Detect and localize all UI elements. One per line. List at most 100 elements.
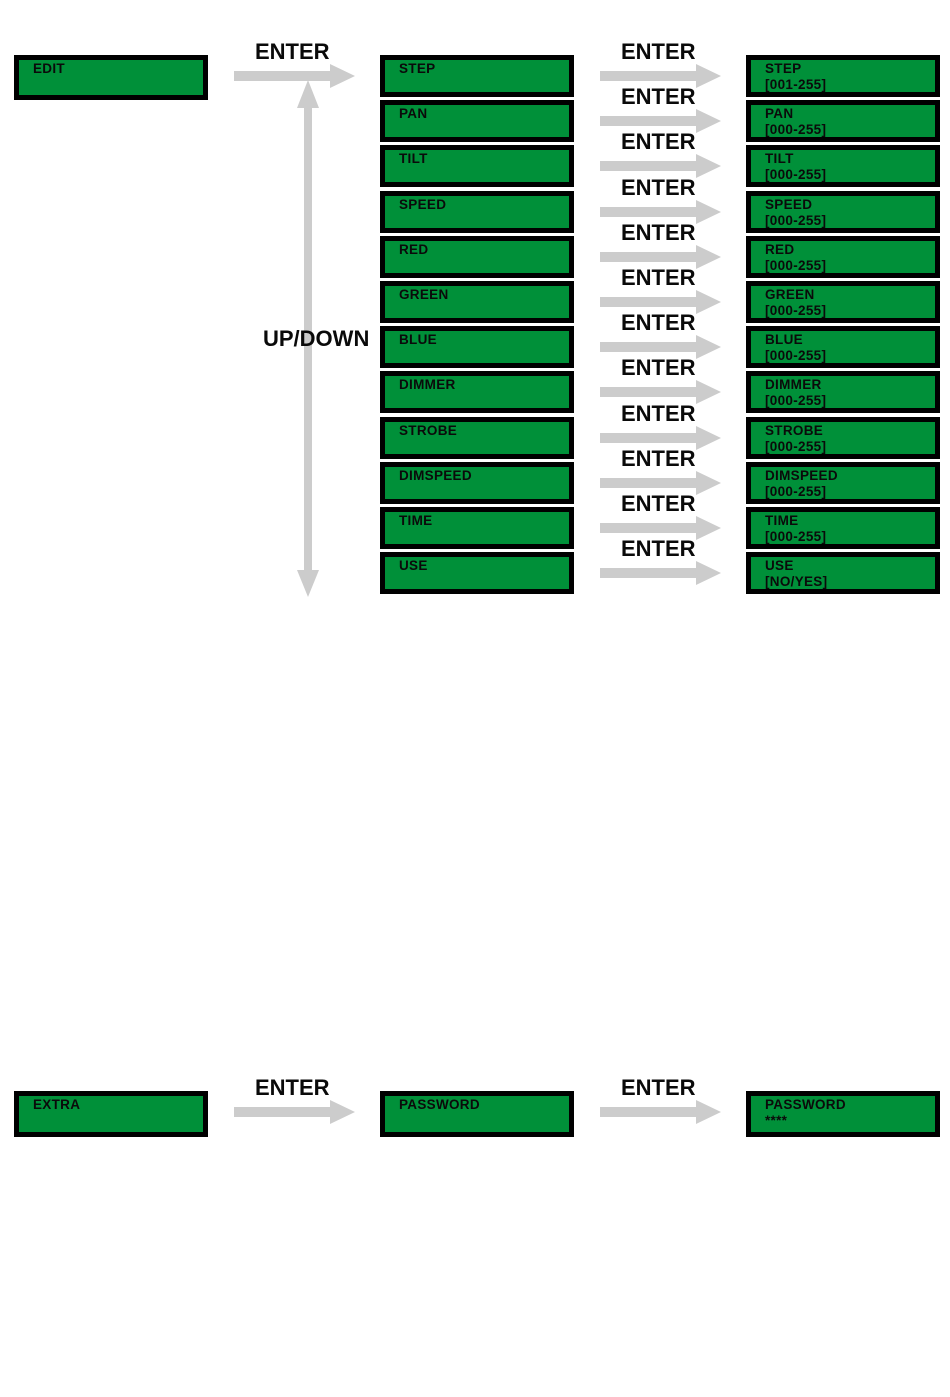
value-box: RED[000-255] (746, 236, 940, 278)
menu-item-box: DIMMER (380, 371, 574, 413)
right-arrow-icon (600, 335, 721, 359)
value-range: [000-255] (765, 166, 827, 182)
value-box-label: TIME (765, 513, 799, 528)
enter-label: ENTER (621, 491, 696, 516)
value-range: [000-255] (765, 528, 827, 544)
value-box: DIMMER[000-255] (746, 371, 940, 413)
value-box: GREEN[000-255] (746, 281, 940, 323)
menu-item-box: GREEN (380, 281, 574, 323)
enter-label: ENTER (621, 355, 696, 380)
menu-item-box: DIMSPEED (380, 462, 574, 504)
value-box-label: TILT (765, 151, 794, 166)
menu-item-label: DIMMER (399, 377, 456, 392)
value-box: USE[NO/YES] (746, 552, 940, 594)
value-box: TIME[000-255] (746, 507, 940, 549)
value-range: [000-255] (765, 302, 827, 318)
up-down-arrow-icon (297, 80, 319, 597)
value-box: STROBE[000-255] (746, 417, 940, 459)
password-menu-box: PASSWORD (380, 1091, 574, 1137)
right-arrow-icon (600, 109, 721, 133)
menu-item-label: STROBE (399, 423, 458, 438)
value-range: [000-255] (765, 347, 827, 363)
value-range: [001-255] (765, 76, 827, 92)
enter-label: ENTER (621, 1075, 696, 1100)
value-range: [000-255] (765, 212, 827, 228)
value-box: STEP[001-255] (746, 55, 940, 97)
enter-label: ENTER (621, 401, 696, 426)
value-box: SPEED[000-255] (746, 191, 940, 233)
value-box: TILT[000-255] (746, 145, 940, 187)
value-range: [000-255] (765, 121, 827, 137)
menu-item-label: GREEN (399, 287, 449, 302)
password-entry-box: PASSWORD **** (746, 1091, 940, 1137)
value-range: [000-255] (765, 483, 827, 499)
menu-item-box: BLUE (380, 326, 574, 368)
menu-item-box: USE (380, 552, 574, 594)
enter-label: ENTER (255, 1075, 330, 1100)
menu-item-label: BLUE (399, 332, 437, 347)
enter-label: ENTER (255, 39, 330, 64)
menu-item-box: STEP (380, 55, 574, 97)
right-arrow-icon (600, 516, 721, 540)
right-arrow-icon (600, 561, 721, 585)
value-box-label: PAN (765, 106, 794, 121)
value-box-label: STEP (765, 61, 802, 76)
edit-root-label: EDIT (33, 61, 65, 76)
menu-item-label: TILT (399, 151, 428, 166)
value-range: [000-255] (765, 392, 827, 408)
value-range: [NO/YES] (765, 573, 828, 589)
enter-label: ENTER (621, 175, 696, 200)
menu-item-box: PAN (380, 100, 574, 142)
value-box-label: RED (765, 242, 795, 257)
menu-item-label: DIMSPEED (399, 468, 472, 483)
menu-item-box: RED (380, 236, 574, 278)
menu-item-box: TILT (380, 145, 574, 187)
password-entry-label: PASSWORD (765, 1097, 846, 1112)
enter-label: ENTER (621, 39, 696, 64)
up-down-label: UP/DOWN (263, 326, 370, 351)
menu-item-label: TIME (399, 513, 433, 528)
right-arrow-icon (234, 1100, 355, 1124)
extra-root-box: EXTRA (14, 1091, 208, 1137)
right-arrow-icon (600, 426, 721, 450)
menu-item-label: PAN (399, 106, 428, 121)
menu-item-box: TIME (380, 507, 574, 549)
enter-label: ENTER (621, 129, 696, 154)
value-box-label: DIMMER (765, 377, 822, 392)
menu-item-box: STROBE (380, 417, 574, 459)
value-box-label: DIMSPEED (765, 468, 838, 483)
menu-item-label: SPEED (399, 197, 447, 212)
right-arrow-icon (600, 471, 721, 495)
right-arrow-icon (234, 64, 355, 88)
right-arrow-icon (600, 380, 721, 404)
menu-item-label: RED (399, 242, 429, 257)
menu-item-label: USE (399, 558, 428, 573)
password-entry-value: **** (765, 1112, 788, 1128)
extra-root-label: EXTRA (33, 1097, 81, 1112)
enter-label: ENTER (621, 220, 696, 245)
right-arrow-icon (600, 1100, 721, 1124)
enter-label: ENTER (621, 446, 696, 471)
enter-label: ENTER (621, 536, 696, 561)
value-box: DIMSPEED[000-255] (746, 462, 940, 504)
value-range: [000-255] (765, 257, 827, 273)
value-box-label: STROBE (765, 423, 824, 438)
value-box-label: BLUE (765, 332, 803, 347)
value-box: PAN[000-255] (746, 100, 940, 142)
enter-label: ENTER (621, 84, 696, 109)
right-arrow-icon (600, 290, 721, 314)
value-box-label: SPEED (765, 197, 813, 212)
right-arrow-icon (600, 245, 721, 269)
value-range: [000-255] (765, 438, 827, 454)
edit-root-box: EDIT (14, 55, 208, 100)
right-arrow-icon (600, 200, 721, 224)
password-menu-label: PASSWORD (399, 1097, 480, 1112)
menu-item-label: STEP (399, 61, 436, 76)
right-arrow-icon (600, 154, 721, 178)
menu-item-box: SPEED (380, 191, 574, 233)
right-arrow-icon (600, 64, 721, 88)
enter-label: ENTER (621, 310, 696, 335)
enter-label: ENTER (621, 265, 696, 290)
value-box-label: GREEN (765, 287, 815, 302)
value-box-label: USE (765, 558, 794, 573)
